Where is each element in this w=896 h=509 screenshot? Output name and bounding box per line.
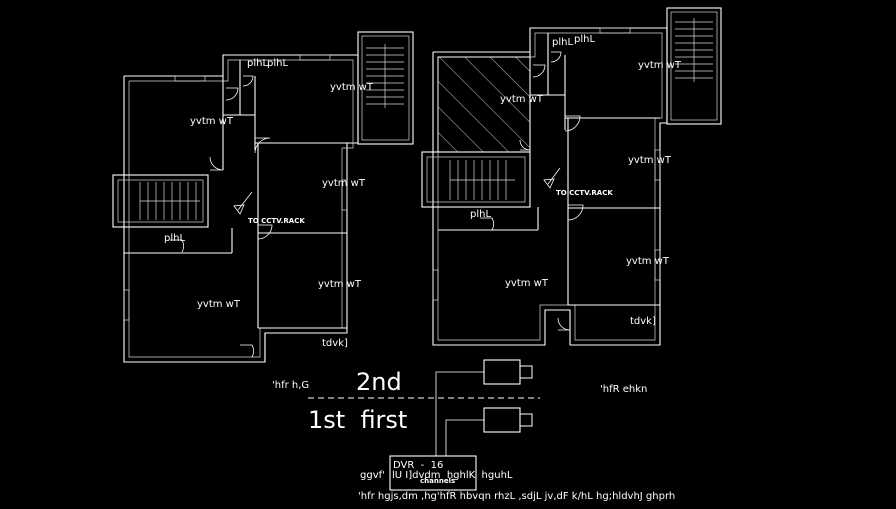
floor-1st-label: 1st first: [308, 406, 407, 434]
left-caption: 'hfr h,G: [272, 380, 309, 391]
right-cctv-label: TO CCTV.RACK: [556, 189, 613, 197]
right-room-3-label: yvtm wT: [628, 155, 672, 166]
right-cctv-arrow: [543, 167, 561, 189]
left-room-2-label: yvtm wT: [330, 82, 374, 93]
dvr-sub-label: channels: [420, 477, 455, 485]
left-room-3-label: yvtm wT: [322, 178, 366, 189]
right-stair-core: [666, 7, 722, 125]
left-room-5-label: yvtm wT: [197, 299, 241, 310]
floor-2nd-label: 2nd: [356, 368, 402, 396]
right-outer-wall: [432, 27, 668, 346]
camera-icon-lower: [483, 407, 533, 433]
left-outer-wall: [123, 54, 359, 363]
right-stair-treads-top: [675, 18, 713, 82]
right-room-5-label: yvtm wT: [505, 278, 549, 289]
right-room-4-label: yvtm wT: [626, 256, 670, 267]
left-stair-treads-top: [366, 44, 404, 108]
right-floor-plan: [421, 7, 722, 346]
left-stair-core: [357, 31, 414, 145]
right-toilet-1-label: plhL: [552, 37, 573, 48]
right-room-1-label: yvtm wT: [500, 94, 544, 105]
dvr-label: DVR - 16: [393, 460, 443, 471]
right-side-stair: [421, 151, 531, 208]
right-room-2-label: yvtm wT: [638, 60, 682, 71]
left-balcony-label: tdvk]: [322, 338, 348, 349]
left-side-stair: [112, 174, 209, 228]
left-lobby-label: plhL: [164, 233, 185, 244]
right-lobby-label: plhL: [470, 209, 491, 220]
left-stair-treads-side: [139, 182, 200, 220]
dvr-mid-text: lU I]dvdm hghlK hguhL: [392, 470, 513, 481]
left-cctv-arrow: [233, 191, 253, 215]
left-room-4-label: yvtm wT: [318, 279, 362, 290]
dvr-left-text: ggvf': [360, 470, 385, 481]
left-cctv-label: TO CCTV.RACK: [248, 217, 305, 225]
cable-lower: [445, 419, 484, 456]
dvr-box: [389, 455, 477, 491]
left-floor-plan: [112, 31, 414, 363]
right-stair-treads-side: [449, 160, 515, 200]
left-toilet-1-label: plhL: [247, 58, 268, 69]
right-caption: 'hfR ehkn: [600, 384, 647, 395]
cable-upper: [435, 371, 484, 456]
bottom-note: 'hfr hgjs,dm ,hg'hfR hbvqn rhzL ,sdjL jv…: [358, 491, 675, 502]
left-toilet-2-label: plhL: [267, 58, 288, 69]
right-toilet-2-label: plhL: [574, 34, 595, 45]
left-room-1-label: yvtm wT: [190, 116, 234, 127]
camera-icon-upper: [483, 359, 533, 385]
right-balcony-label: tdvk]: [630, 316, 656, 327]
